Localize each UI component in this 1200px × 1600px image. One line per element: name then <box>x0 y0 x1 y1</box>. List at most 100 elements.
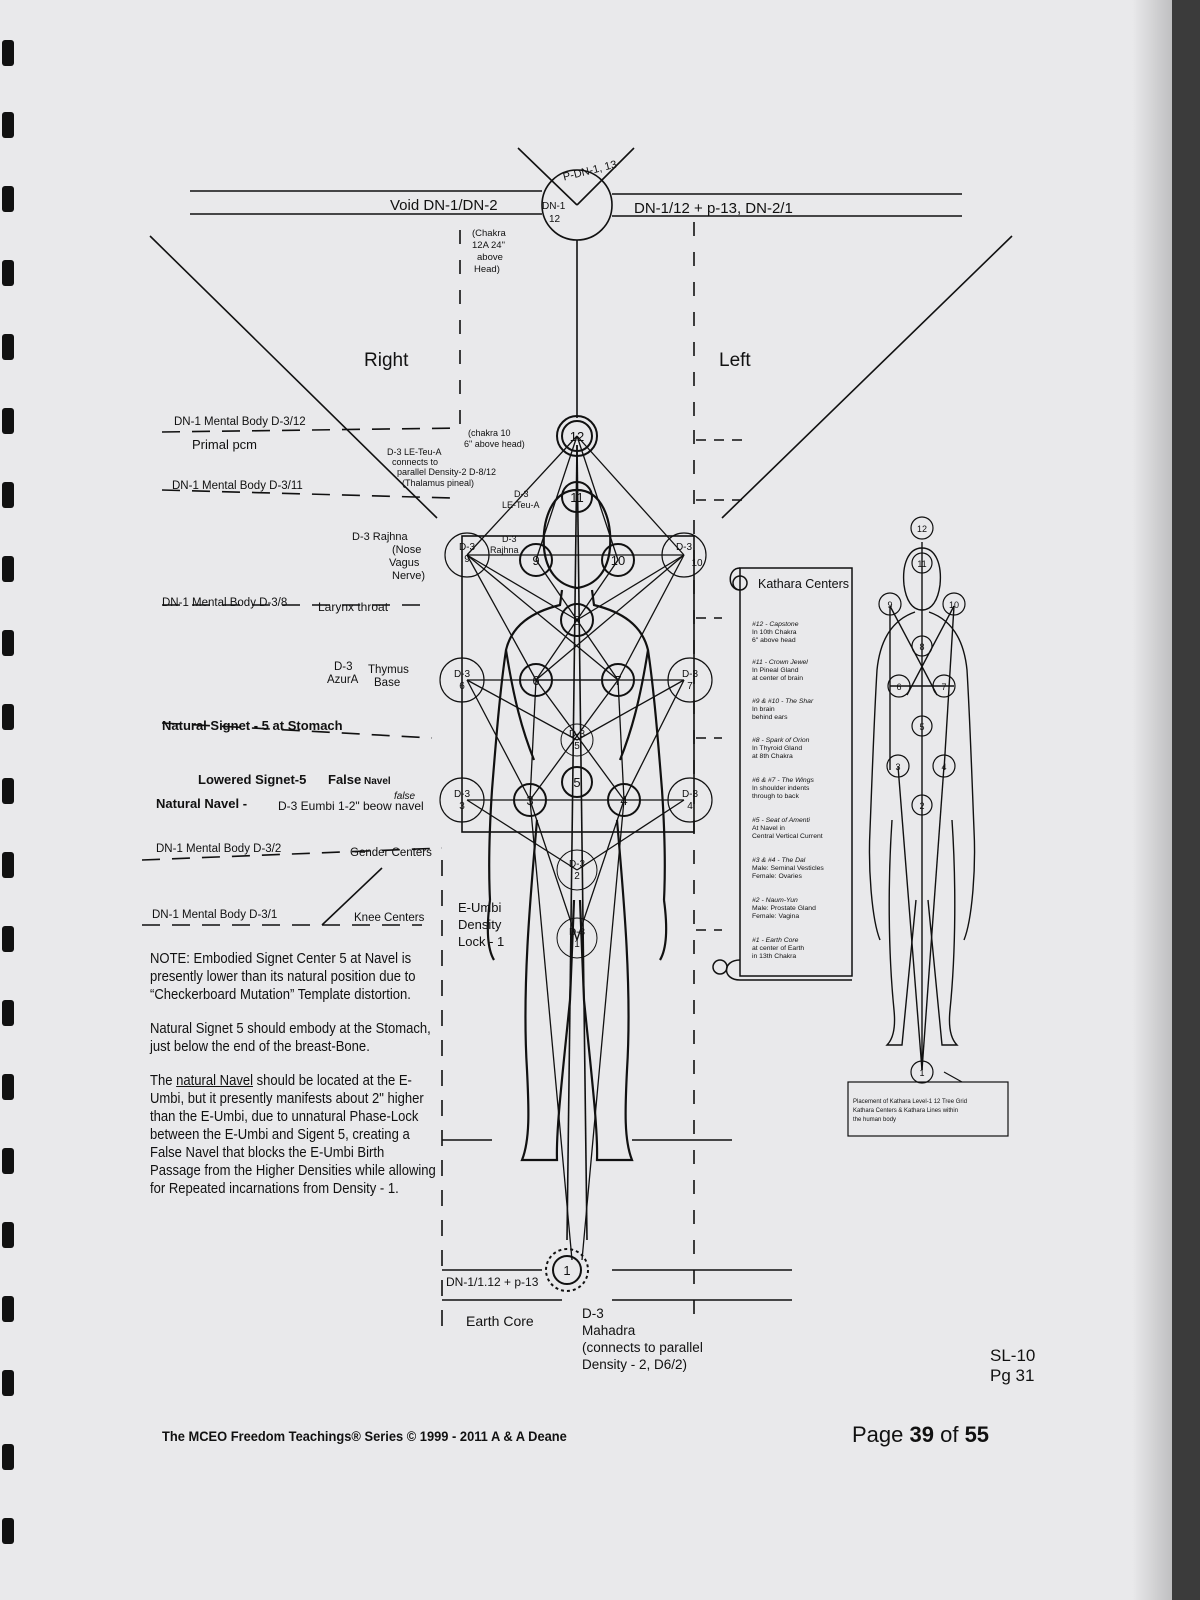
mental-body-3-1: DN-1 Mental Body D-3/1 <box>152 909 277 921</box>
binding-ring <box>2 1296 14 1322</box>
svg-text:above: above <box>477 252 503 263</box>
binding-ring <box>2 186 14 212</box>
note-text: NOTE: Embodied Signet Center 5 at Navel … <box>150 950 438 1214</box>
binding-ring <box>2 1000 14 1026</box>
central-line <box>566 444 578 1241</box>
svg-text:D-3 Rajhna: D-3 Rajhna <box>352 531 409 543</box>
svg-text:6" above head: 6" above head <box>752 637 796 644</box>
svg-text:Mahadra: Mahadra <box>582 1323 636 1338</box>
footer-series: The MCEO Freedom Teachings® Series © 199… <box>162 1428 567 1444</box>
svg-text:#8 - Spark of Orion: #8 - Spark of Orion <box>752 737 810 744</box>
svg-text:(Thalamus pineal): (Thalamus pineal) <box>402 478 474 488</box>
svg-text:AzurA: AzurA <box>327 674 359 686</box>
svg-text:7: 7 <box>941 682 946 692</box>
node-5: 5 <box>573 775 580 790</box>
triangle-line <box>149 235 438 519</box>
svg-text:Male: Prostate Gland: Male: Prostate Gland <box>752 905 816 912</box>
earth-core-label: Earth Core <box>466 1313 534 1329</box>
knee-centers-label: Knee Centers <box>354 912 425 924</box>
binding-ring <box>2 926 14 952</box>
human-figure-outline <box>486 488 668 1162</box>
svg-text:6" above head): 6" above head) <box>464 439 525 449</box>
node-9: 9 <box>532 553 539 568</box>
svg-text:D-3: D-3 <box>454 789 471 800</box>
svg-text:Kathara Centers & Kathara Line: Kathara Centers & Kathara Lines within <box>853 1108 958 1114</box>
svg-text:3: 3 <box>895 762 900 772</box>
svg-text:2: 2 <box>574 871 580 882</box>
node-1: 1 <box>563 1263 570 1278</box>
svg-text:7: 7 <box>687 681 693 692</box>
svg-text:connects to: connects to <box>392 457 438 467</box>
svg-text:D-3 LE-Teu-A: D-3 LE-Teu-A <box>387 447 442 457</box>
svg-text:#2 - Naum-Yun: #2 - Naum-Yun <box>752 897 798 904</box>
dashed-leader <box>161 489 453 499</box>
svg-text:9: 9 <box>464 554 470 565</box>
mental-body-3-12: DN-1 Mental Body D-3/12 <box>174 416 306 428</box>
pdn-label: P-DN-1, 13 <box>562 159 618 184</box>
svg-text:D-3: D-3 <box>502 534 517 544</box>
top-node-label-b: 12 <box>549 214 561 225</box>
mental-body-3-2: DN-1 Mental Body D-3/2 <box>156 843 281 855</box>
svg-text:At Navel in: At Navel in <box>752 825 785 832</box>
node-3: 3 <box>526 793 533 808</box>
d3-node-labels: D-39 D-310 D-36 D-37 D-33 D-34 D-35 D-32… <box>454 542 703 950</box>
svg-text:6: 6 <box>896 682 901 692</box>
page-number: Page 39 of 55 <box>852 1422 990 1447</box>
svg-text:Base: Base <box>374 677 400 689</box>
svg-text:Nerve): Nerve) <box>392 570 425 582</box>
note-paragraph: Natural Signet 5 should embody at the St… <box>150 1021 431 1055</box>
svg-text:behind ears: behind ears <box>752 714 788 721</box>
rajhna-small-label: D-3 Rajhna <box>490 534 519 555</box>
cone-line <box>517 147 578 206</box>
svg-text:through to back: through to back <box>752 793 799 800</box>
binding-ring <box>2 334 14 360</box>
binding-ring <box>2 704 14 730</box>
dashed-leader <box>161 722 433 739</box>
svg-text:#1 - Earth Core: #1 - Earth Core <box>752 937 799 944</box>
svg-text:In shoulder indents: In shoulder indents <box>752 785 810 792</box>
small-figure-node-numbers: 12 11 9 10 8 6 7 5 3 4 2 1 <box>887 524 959 1078</box>
false-navel-label: False <box>328 772 361 787</box>
svg-text:In Thyroid Gland: In Thyroid Gland <box>752 745 802 752</box>
svg-text:8: 8 <box>919 642 924 652</box>
svg-text:#9 & #10 - The Shar: #9 & #10 - The Shar <box>752 698 814 705</box>
svg-text:(Nose: (Nose <box>392 544 421 556</box>
note-paragraph: NOTE: Embodied Signet Center 5 at Navel … <box>150 951 416 1003</box>
svg-text:#3 & #4 - The Dal: #3 & #4 - The Dal <box>752 857 806 864</box>
svg-text:(connects to parallel: (connects to parallel <box>582 1340 703 1355</box>
svg-text:Density: Density <box>458 917 502 932</box>
svg-text:Female: Ovaries: Female: Ovaries <box>752 873 802 880</box>
kathara-entries: #12 - Capstone In 10th Chakra 6" above h… <box>752 621 824 960</box>
mental-body-3-11: DN-1 Mental Body D-3/11 <box>172 480 303 492</box>
svg-text:D-3: D-3 <box>569 729 586 740</box>
binding-ring <box>2 630 14 656</box>
note-paragraph: The natural Navel should be located at t… <box>150 1073 436 1197</box>
triangle-line <box>721 235 1013 519</box>
false-navel-label-b: Navel <box>364 776 391 787</box>
node-11: 11 <box>570 490 584 505</box>
svg-text:10: 10 <box>949 600 959 610</box>
svg-text:parallel Density-2 D-8/12: parallel Density-2 D-8/12 <box>397 467 496 477</box>
svg-text:#6 & #7 - The Wings: #6 & #7 - The Wings <box>752 777 814 784</box>
node-10: 10 <box>611 553 625 568</box>
caption-box <box>847 1081 1009 1137</box>
kathara-scroll <box>712 567 853 981</box>
svg-text:10: 10 <box>691 558 703 569</box>
larynx-label: Larynx throat <box>318 600 389 614</box>
svg-text:In 10th Chakra: In 10th Chakra <box>752 629 797 636</box>
eumbi-lock-label: E-Umbi Density Lock - 1 <box>458 900 504 949</box>
thymus-label: Thymus Base <box>368 664 409 689</box>
knee-leader <box>321 867 383 926</box>
svg-text:(chakra 10: (chakra 10 <box>468 428 511 438</box>
svg-text:5: 5 <box>574 741 580 752</box>
dn-right-label: DN-1/12 + p-13, DN-2/1 <box>634 200 793 217</box>
le-teu-label: D-3 LE-Teu-A connects to parallel Densit… <box>387 447 496 488</box>
svg-text:4: 4 <box>687 801 693 812</box>
rajhna-label: D-3 Rajhna (Nose Vagus Nerve) <box>352 531 425 582</box>
kathara-grid-diagram: P-DN-1, 13 Void DN-1/DN-2 DN-1/12 + p-13… <box>141 147 1013 1372</box>
primal-pcm: Primal pcm <box>192 437 257 452</box>
binding-ring <box>2 260 14 286</box>
svg-text:Lock - 1: Lock - 1 <box>458 934 504 949</box>
document-page: P-DN-1, 13 Void DN-1/DN-2 DN-1/12 + p-13… <box>22 0 1172 1600</box>
svg-text:D-3: D-3 <box>569 927 586 938</box>
